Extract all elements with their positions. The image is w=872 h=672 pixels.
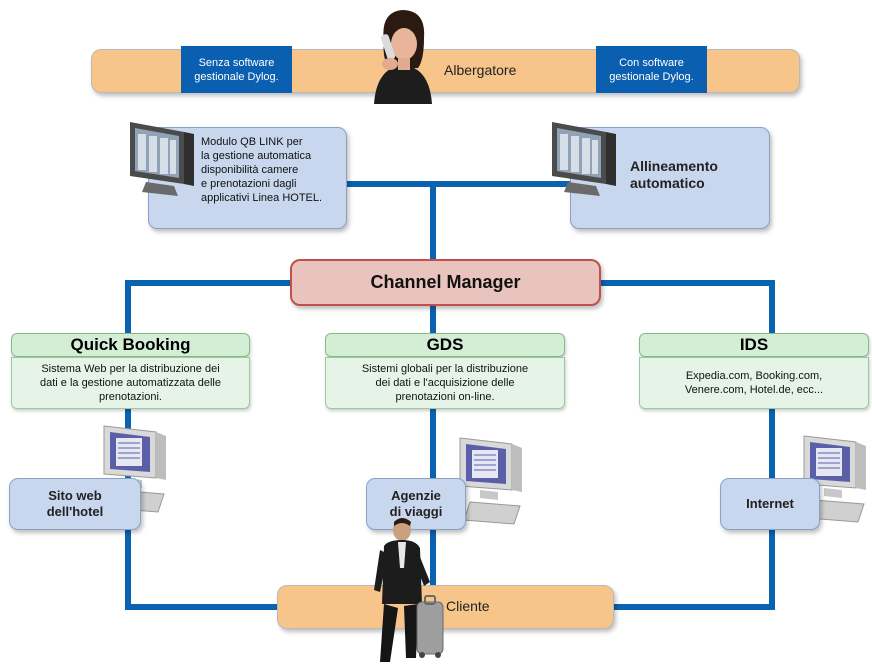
sito-web-line: Sito web bbox=[48, 488, 102, 503]
qb-link-module-text: Modulo QB LINK per la gestione automatic… bbox=[201, 135, 322, 205]
agenzie-viaggi-box: Agenzie di viaggi bbox=[366, 478, 466, 530]
quick-booking-title: Quick Booking bbox=[11, 333, 250, 357]
businessman-figure bbox=[374, 518, 444, 662]
ids-desc: Expedia.com, Booking.com, Venere.com, Ho… bbox=[639, 357, 869, 409]
qb-link-line: e prenotazioni dagli bbox=[201, 178, 297, 190]
senza-software-label: Senza software gestionale Dylog. bbox=[194, 56, 279, 83]
gds-desc-line: Sistemi globali per la distribuzione bbox=[361, 363, 529, 375]
allineamento-text: Allineamento automatico bbox=[630, 158, 718, 192]
agenzie-line: Agenzie bbox=[391, 488, 441, 503]
monitor-icon bbox=[130, 122, 194, 196]
ids-title: IDS bbox=[639, 333, 869, 357]
cliente-label: Cliente bbox=[446, 598, 490, 614]
senza-software-tag: Senza software gestionale Dylog. bbox=[181, 46, 292, 93]
quick-booking-desc-line: prenotazioni. bbox=[98, 391, 162, 403]
sito-web-box: Sito web dell'hotel bbox=[9, 478, 141, 530]
ids-desc-line: Expedia.com, Booking.com, bbox=[685, 370, 823, 382]
albergatore-photo bbox=[374, 10, 432, 104]
desktop-computer-icon bbox=[459, 437, 522, 525]
qb-link-line: la gestione automatica bbox=[201, 150, 312, 162]
sito-web-line: dell'hotel bbox=[46, 504, 104, 519]
allineamento-line: Allineamento bbox=[630, 158, 718, 174]
ids-desc-line: Venere.com, Hotel.de, ecc... bbox=[684, 384, 824, 396]
agenzie-line: di viaggi bbox=[389, 504, 443, 519]
channel-manager-label: Channel Manager bbox=[370, 272, 521, 292]
internet-line: Internet bbox=[746, 496, 794, 511]
connector-right-vertical bbox=[769, 280, 775, 610]
quick-booking-desc-line: dati e la gestione automatizzata delle bbox=[39, 377, 221, 389]
monitor-icon bbox=[552, 122, 616, 196]
gds-desc-line: dei dati e l'acquisizione delle bbox=[375, 377, 515, 389]
qb-link-line: disponibilità camere bbox=[201, 164, 299, 176]
connector-center-vertical bbox=[430, 280, 436, 590]
gds-desc-line: prenotazioni on-line. bbox=[395, 391, 495, 403]
desktop-computer-icon bbox=[803, 435, 866, 523]
channel-manager-box: Channel Manager bbox=[290, 259, 601, 306]
quick-booking-desc: Sistema Web per la distribuzione dei dat… bbox=[11, 357, 250, 409]
allineamento-line: automatico bbox=[630, 175, 705, 191]
connector-top-horizontal bbox=[343, 181, 574, 187]
cliente-bar bbox=[277, 585, 614, 629]
gds-desc: Sistemi globali per la distribuzione dei… bbox=[325, 357, 565, 409]
con-software-label: Con software gestionale Dylog. bbox=[609, 56, 694, 83]
internet-box: Internet bbox=[720, 478, 820, 530]
quick-booking-desc-line: Sistema Web per la distribuzione dei bbox=[41, 363, 220, 375]
gds-title: GDS bbox=[325, 333, 565, 357]
con-software-tag: Con software gestionale Dylog. bbox=[596, 46, 707, 93]
qb-link-line: applicativi Linea HOTEL. bbox=[201, 192, 323, 204]
connector-trunk-vertical bbox=[430, 181, 436, 261]
albergatore-label: Albergatore bbox=[444, 62, 517, 78]
qb-link-line: Modulo QB LINK per bbox=[201, 136, 303, 148]
